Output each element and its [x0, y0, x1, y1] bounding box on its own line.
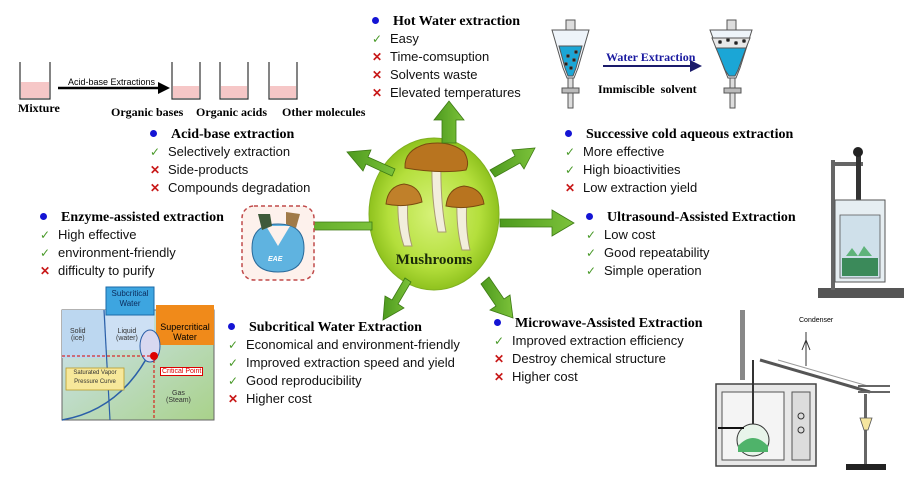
method-item: ✓Low cost	[586, 227, 656, 242]
check-icon: ✓	[372, 32, 383, 46]
eae-label: EAE	[268, 256, 283, 263]
method-item: ✕Destroy chemical structure	[494, 351, 666, 366]
method-microwave: Microwave-Assisted Extraction ✓Improved …	[494, 316, 703, 386]
method-item: ✓Improved extraction efficiency	[494, 333, 684, 348]
method-item: ✓Improved extraction speed and yield	[228, 355, 455, 370]
method-item: ✓Economical and environment-friendly	[228, 337, 460, 352]
organic-bases-label: Organic bases	[111, 105, 184, 119]
method-item: ✕Side-products	[150, 162, 249, 177]
check-icon: ✓	[228, 356, 239, 370]
arrow-downright-icon	[480, 276, 514, 319]
cross-icon: ✕	[494, 352, 505, 366]
method-item: ✕Low extraction yield	[565, 180, 698, 195]
method-title: Hot Water extraction	[372, 14, 521, 30]
other-molecules-label: Other molecules	[282, 105, 366, 119]
method-acid-base: Acid-base extraction ✓Selectively extrac…	[150, 127, 310, 197]
method-item: ✕difficulty to purify	[40, 263, 155, 278]
cross-icon: ✕	[228, 392, 239, 406]
check-icon: ✓	[494, 334, 505, 348]
bullet-dot	[40, 213, 47, 221]
method-subcritical: Subcritical Water Extraction ✓Economical…	[228, 320, 460, 408]
bullet-dot	[150, 130, 157, 138]
enzyme-illustration	[241, 205, 315, 281]
mushroom-icon	[385, 142, 485, 251]
method-item: ✓High effective	[40, 227, 137, 242]
method-item: ✓environment-friendly	[40, 245, 176, 260]
cross-icon: ✕	[372, 68, 383, 82]
separatory-funnels	[551, 19, 753, 109]
ultrasound-apparatus	[818, 147, 904, 298]
phase-critical-point-label: Critical Point	[160, 367, 204, 376]
method-ultrasound: Ultrasound-Assisted Extraction ✓Low cost…	[586, 210, 796, 280]
check-icon: ✓	[40, 228, 51, 242]
phase-solid-label: Solid (ice)	[70, 328, 86, 342]
arrow-downleft-icon	[382, 277, 412, 321]
check-icon: ✓	[586, 246, 597, 260]
method-item: ✓Good reproducibility	[228, 373, 362, 388]
phase-liquid-label: Liquid (water)	[116, 328, 138, 342]
method-title: Ultrasound-Assisted Extraction	[586, 210, 796, 226]
arrow-right-icon	[499, 209, 575, 237]
method-item: ✕Time-comsuption	[372, 49, 490, 64]
water-extraction-label: Water Extraction	[606, 50, 696, 64]
cross-icon: ✕	[40, 264, 51, 278]
phase-vapor-curve-label: Saturated Vapor Pressure Curve	[73, 370, 117, 385]
method-title: Enzyme-assisted extraction	[40, 210, 224, 226]
method-title: Acid-base extraction	[150, 127, 310, 143]
organic-acids-label: Organic acids	[196, 105, 267, 119]
method-item: ✓Simple operation	[586, 263, 702, 278]
acid-base-beakers	[19, 62, 298, 100]
condenser-label: Condenser	[799, 317, 834, 324]
method-item: ✓Easy	[372, 31, 419, 46]
check-icon: ✓	[228, 374, 239, 388]
bullet-dot	[586, 213, 593, 221]
method-item: ✓High bioactivities	[565, 162, 681, 177]
center-blob	[368, 137, 500, 291]
check-icon: ✓	[150, 145, 161, 159]
immiscible-solvent-label: Immiscible solvent	[598, 82, 697, 96]
method-cold-aqueous: Successive cold aqueous extraction ✓More…	[565, 127, 793, 197]
method-item: ✕Higher cost	[228, 391, 312, 406]
bullet-dot	[494, 319, 501, 327]
arrow-upleft-icon	[346, 149, 396, 177]
method-item: ✕Higher cost	[494, 369, 578, 384]
check-icon: ✓	[40, 246, 51, 260]
method-hot-water: Hot Water extraction ✓Easy ✕Time-comsupt…	[372, 14, 521, 102]
method-enzyme: Enzyme-assisted extraction ✓High effecti…	[40, 210, 224, 280]
check-icon: ✓	[565, 145, 576, 159]
method-title: Subcritical Water Extraction	[228, 320, 460, 336]
acid-base-arrow-label: Acid-base Extractions	[68, 77, 156, 87]
bullet-dot	[565, 130, 572, 138]
method-item: ✕Elevated temperatures	[372, 85, 521, 100]
phase-supercritical-label: Supercritical Water	[160, 322, 210, 342]
arrow-upright-icon	[489, 147, 536, 178]
cross-icon: ✕	[372, 86, 383, 100]
cross-icon: ✕	[372, 50, 383, 64]
check-icon: ✓	[228, 338, 239, 352]
cross-icon: ✕	[494, 370, 505, 384]
method-title: Microwave-Assisted Extraction	[494, 316, 703, 332]
mixture-label: Mixture	[18, 101, 60, 115]
method-item: ✓More effective	[565, 144, 665, 159]
check-icon: ✓	[565, 163, 576, 177]
bullet-dot	[372, 17, 379, 25]
method-item: ✓Selectively extraction	[150, 144, 291, 159]
arrow-up-icon	[433, 100, 465, 144]
bullet-dot	[228, 323, 235, 331]
phase-subcritical-label: Subcritical Water	[111, 289, 149, 308]
check-icon: ✓	[586, 228, 597, 242]
method-item: ✕Compounds degradation	[150, 180, 311, 195]
microwave-apparatus	[715, 310, 890, 470]
cross-icon: ✕	[150, 163, 161, 177]
phase-diagram	[61, 286, 215, 421]
method-item: ✕Solvents waste	[372, 67, 478, 82]
check-icon: ✓	[586, 264, 597, 278]
method-title: Successive cold aqueous extraction	[565, 127, 793, 143]
phase-gas-label: Gas (Steam)	[166, 390, 191, 404]
cross-icon: ✕	[150, 181, 161, 195]
method-item: ✓Good repeatability	[586, 245, 710, 260]
cross-icon: ✕	[565, 181, 576, 195]
center-label: Mushrooms	[395, 252, 473, 268]
